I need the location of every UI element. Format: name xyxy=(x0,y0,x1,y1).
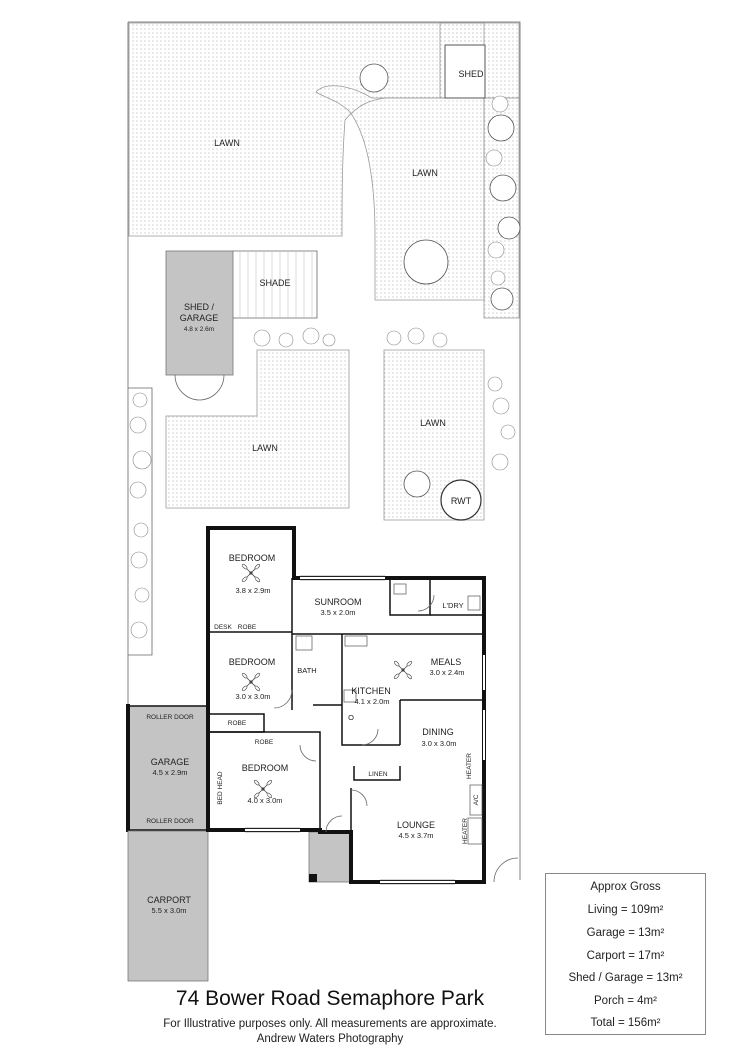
legend-row-porch: Porch = 4m² xyxy=(594,995,657,1007)
label-shade: SHADE xyxy=(259,278,290,288)
room-carport-name: CARPORT xyxy=(147,895,191,905)
rainwater-tank xyxy=(440,479,482,521)
label-rwt: RWT xyxy=(451,496,472,506)
ceiling-fan-icon xyxy=(393,660,413,680)
legend-row-carport: Carport = 17m² xyxy=(586,950,665,962)
room-meals-name: MEALS xyxy=(431,657,462,667)
disclaimer: For Illustrative purposes only. All meas… xyxy=(163,1018,497,1030)
room-dining-size: 3.0 x 3.0m xyxy=(421,739,456,748)
label-ac: A/C xyxy=(473,794,480,805)
legend-row-total: Total = 156m² xyxy=(590,1017,661,1029)
ceiling-fan-icon xyxy=(241,563,261,583)
room-bedroom1-name: BEDROOM xyxy=(229,553,276,563)
area-legend: Approx Gross Living = 109m² Garage = 13m… xyxy=(545,873,706,1035)
shrubs xyxy=(129,95,516,639)
floor-plan: LAWN LAWN SHED SHADE SHED / GARAGE 4.8 x… xyxy=(126,21,521,982)
label-desk: DESK xyxy=(214,624,232,631)
room-kitchen-size: 4.1 x 2.0m xyxy=(354,697,389,706)
trees xyxy=(359,63,521,498)
label-roller-door-bottom: ROLLER DOOR xyxy=(146,818,194,825)
room-bedroom3-size: 4.0 x 3.0m xyxy=(247,796,282,805)
photographer-credit: Andrew Waters Photography xyxy=(256,1033,404,1045)
room-garage-name: GARAGE xyxy=(151,757,190,767)
label-shed-garage-2: GARAGE xyxy=(180,313,219,323)
label-robe1: ROBE xyxy=(238,624,257,631)
page-title: 74 Bower Road Semaphore Park xyxy=(175,987,485,1010)
label-lawn-nw: LAWN xyxy=(214,138,240,148)
room-bedroom3-name: BEDROOM xyxy=(242,763,289,773)
legend-row-garage: Garage = 13m² xyxy=(586,927,665,939)
label-bed-head: BED HEAD xyxy=(217,771,224,805)
legend-heading: Approx Gross xyxy=(590,881,661,893)
label-shed-corner: SHED xyxy=(458,69,484,79)
room-lounge-name: LOUNGE xyxy=(397,820,435,830)
interior-walls xyxy=(208,578,484,832)
room-ldry-name: L'DRY xyxy=(442,601,463,610)
room-lounge-size: 4.5 x 3.7m xyxy=(398,831,433,840)
fixtures xyxy=(295,583,483,845)
room-bath-name: BATH xyxy=(297,666,316,675)
label-heater2: HEATER xyxy=(462,818,469,844)
door-swings xyxy=(245,575,519,885)
legend-row-shed-garage: Shed / Garage = 13m² xyxy=(568,972,683,984)
label-linen: LINEN xyxy=(368,771,387,778)
room-kitchen-name: KITCHEN xyxy=(351,686,391,696)
label-lawn-e: LAWN xyxy=(420,418,446,428)
house-walls xyxy=(206,526,486,884)
label-lawn-ne: LAWN xyxy=(412,168,438,178)
shed-corner xyxy=(444,44,486,99)
room-bedroom2-size: 3.0 x 3.0m xyxy=(235,692,270,701)
label-robe2: ROBE xyxy=(228,720,247,727)
shed-garage xyxy=(165,250,234,376)
ceiling-fan-icons xyxy=(241,563,413,799)
room-dining-name: DINING xyxy=(422,727,454,737)
room-bedroom2-name: BEDROOM xyxy=(229,657,276,667)
room-bedroom1-size: 3.8 x 2.9m xyxy=(235,586,270,595)
porch xyxy=(308,831,352,883)
label-oven: O xyxy=(348,713,354,722)
room-sunroom-name: SUNROOM xyxy=(315,597,362,607)
legend-row-living: Living = 109m² xyxy=(587,904,664,916)
room-sunroom-size: 3.5 x 2.0m xyxy=(320,608,355,617)
room-meals-size: 3.0 x 2.4m xyxy=(429,668,464,677)
ceiling-fan-icon xyxy=(253,779,273,799)
label-heater1: HEATER xyxy=(466,753,473,779)
label-lawn-w: LAWN xyxy=(252,443,278,453)
room-carport-size: 5.5 x 3.0m xyxy=(151,906,186,915)
carport xyxy=(127,830,209,982)
label-shed-garage-size: 4.8 x 2.6m xyxy=(184,326,214,333)
label-robe3: ROBE xyxy=(255,739,274,746)
label-shed-garage-1: SHED / xyxy=(184,302,215,312)
ceiling-fan-icon xyxy=(241,672,261,692)
lawn-w xyxy=(165,349,350,509)
label-roller-door-top: ROLLER DOOR xyxy=(146,714,194,721)
room-garage-size: 4.5 x 2.9m xyxy=(152,768,187,777)
